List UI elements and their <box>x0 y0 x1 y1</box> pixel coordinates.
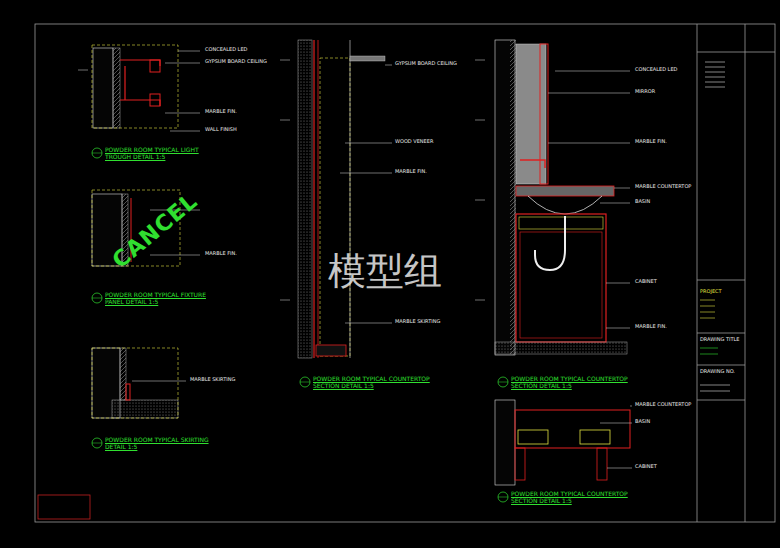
detail-title: POWDER ROOM TYPICAL COUNTERTOP SECTION D… <box>511 491 641 505</box>
annotation: MARBLE FIN. <box>635 139 693 145</box>
annotation: MARBLE FIN. <box>205 251 285 257</box>
watermark: 模型组 <box>328 250 468 294</box>
annotation: CONCEALED LED <box>635 67 693 73</box>
title-block-text: DRAWING NO. <box>700 369 744 375</box>
annotation: GYPSUM BOARD CEILING <box>205 59 285 65</box>
title-block-text: PROJECT <box>700 289 744 295</box>
annotation: BASIN <box>635 199 693 205</box>
sheet-frame <box>35 24 775 522</box>
annotation: CABINET <box>635 279 693 285</box>
annotation: CABINET <box>635 464 693 470</box>
annotation: BASIN <box>635 419 693 425</box>
countertop-section-basin <box>475 40 630 387</box>
annotation: MARBLE FIN. <box>205 109 285 115</box>
detail-title: POWDER ROOM TYPICAL COUNTERTOP SECTION D… <box>511 376 641 390</box>
detail-title: POWDER ROOM TYPICAL SKIRTING DETAIL 1:5 <box>105 437 215 451</box>
annotation: WOOD VENEER <box>395 139 475 145</box>
annotation: MARBLE FIN. <box>395 169 475 175</box>
annotation: MARBLE COUNTERTOP <box>635 402 693 408</box>
detail-title: POWDER ROOM TYPICAL FIXTURE PANEL DETAIL… <box>105 292 215 306</box>
light-trough-detail <box>78 45 200 158</box>
title-block-text: DRAWING TITLE <box>700 337 744 343</box>
annotation: MARBLE SKIRTING <box>395 319 475 325</box>
detail-title: POWDER ROOM TYPICAL COUNTERTOP SECTION D… <box>313 376 443 390</box>
detail-title: POWDER ROOM TYPICAL LIGHT TROUGH DETAIL … <box>105 147 215 161</box>
annotation: MARBLE COUNTERTOP <box>635 184 693 190</box>
annotation: GYPSUM BOARD CEILING <box>395 61 475 67</box>
annotation: CONCEALED LED <box>205 47 285 53</box>
annotation: MIRROR <box>635 89 693 95</box>
annotation: MARBLE FIN. <box>635 324 693 330</box>
skirting-detail <box>92 348 186 448</box>
countertop-section-tall <box>280 40 392 387</box>
annotation: WALL FINISH <box>205 127 285 133</box>
countertop-section-plan <box>495 400 632 502</box>
annotation: MARBLE SKIRTING <box>190 377 270 383</box>
